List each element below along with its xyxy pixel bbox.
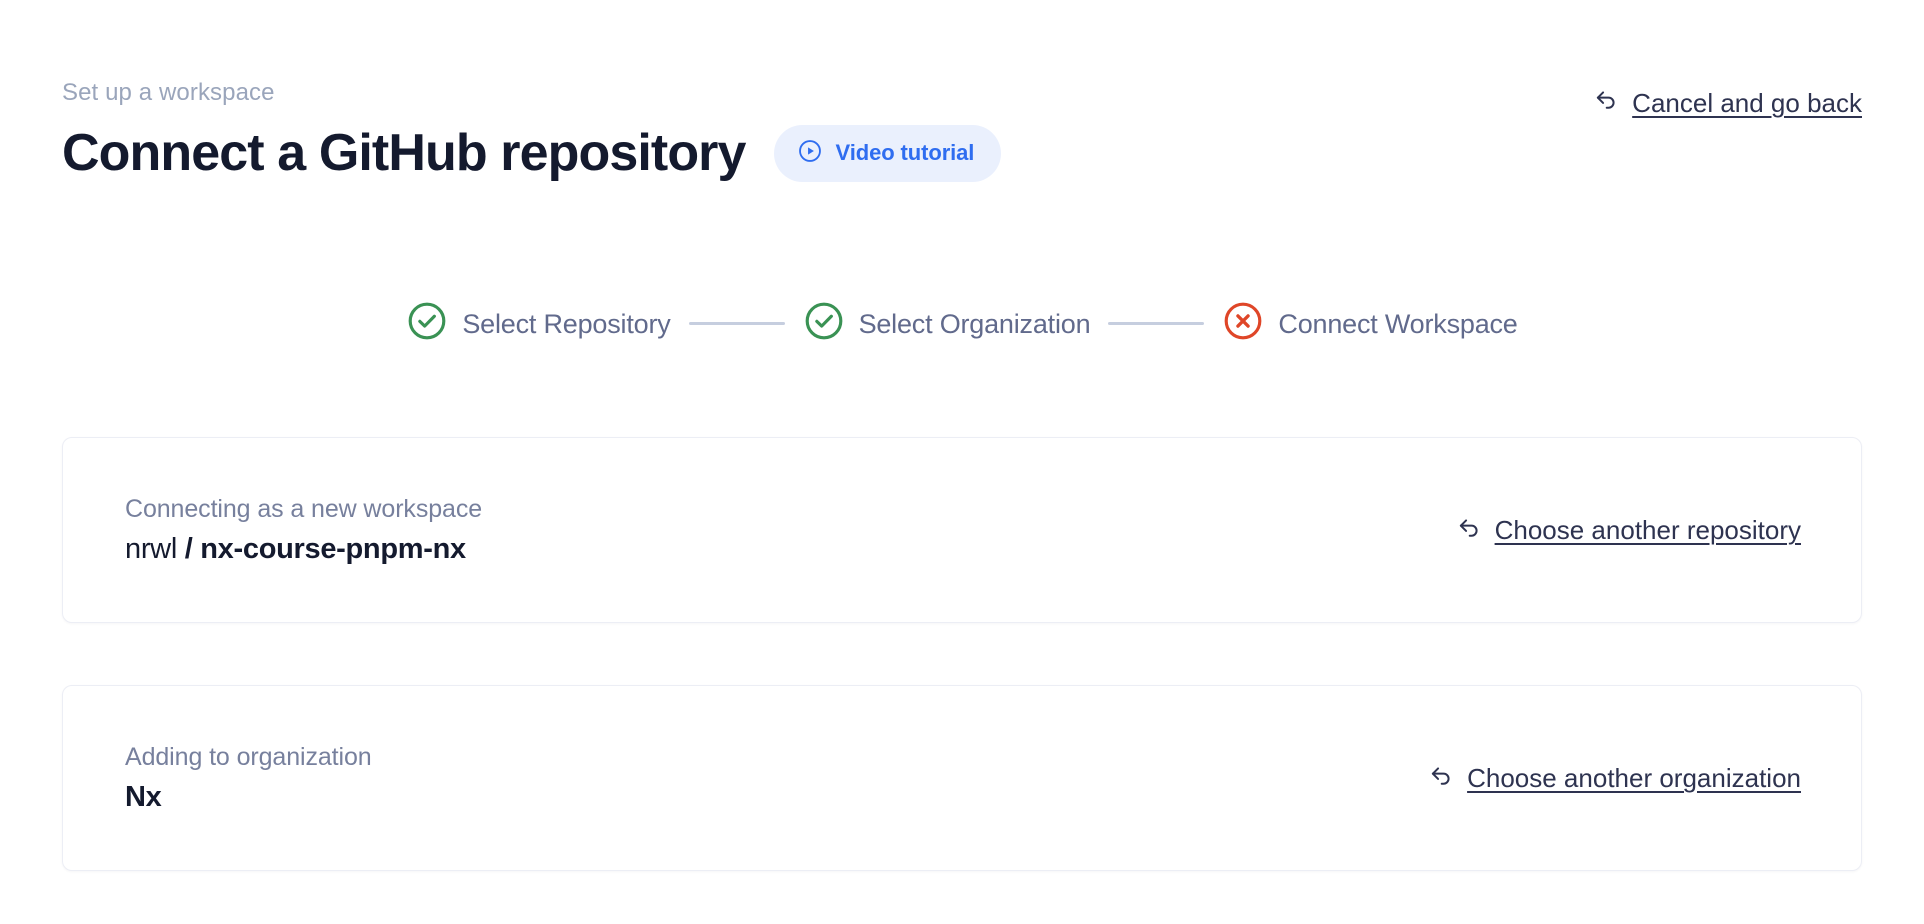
arrow-uturn-left-icon xyxy=(1427,762,1455,795)
repository-card-caption: Connecting as a new workspace xyxy=(125,495,483,523)
choose-another-organization-label: Choose another organization xyxy=(1467,763,1801,793)
check-circle-icon xyxy=(803,300,845,347)
arrow-uturn-left-icon xyxy=(1592,86,1620,119)
video-tutorial-label: Video tutorial xyxy=(835,140,975,165)
repository-card-inner: Connecting as a new workspace nrwl / nx-… xyxy=(63,438,1861,622)
organization-name: Nx xyxy=(125,781,162,813)
step-connector-2 xyxy=(1108,322,1205,325)
cancel-and-go-back-label: Cancel and go back xyxy=(1632,87,1862,118)
arrow-uturn-left-icon xyxy=(1455,514,1483,547)
step-connect-workspace[interactable]: Connect Workspace xyxy=(1222,300,1518,347)
x-circle-icon xyxy=(1222,300,1264,347)
page-header: Set up a workspace Connect a GitHub repo… xyxy=(62,78,1862,184)
organization-card-caption: Adding to organization xyxy=(125,743,372,771)
repository-name: nx-course-pnpm-nx xyxy=(200,533,466,565)
choose-another-repository-label: Choose another repository xyxy=(1494,515,1801,545)
choose-another-organization-link[interactable]: Choose another organization xyxy=(1427,762,1801,795)
repository-card-value: nrwl / nx-course-pnpm-nx xyxy=(125,531,482,567)
repository-card-text: Connecting as a new workspace nrwl / nx-… xyxy=(125,493,482,567)
organization-card-text: Adding to organization Nx xyxy=(125,741,372,815)
stepper-inner: Select Repository Select Organization xyxy=(406,300,1518,347)
video-tutorial-button[interactable]: Video tutorial xyxy=(773,124,1002,182)
page-title: Connect a GitHub repository xyxy=(62,124,746,182)
step-label-connect-workspace: Connect Workspace xyxy=(1278,308,1518,339)
organization-card-inner: Adding to organization Nx Choose another… xyxy=(63,686,1861,870)
check-circle-icon xyxy=(406,300,448,347)
progress-stepper: Select Repository Select Organization xyxy=(0,300,1924,347)
breadcrumb-eyebrow: Set up a workspace xyxy=(62,79,275,106)
step-label-select-organization: Select Organization xyxy=(858,308,1091,339)
repository-summary-card: Connecting as a new workspace nrwl / nx-… xyxy=(62,437,1862,623)
cancel-and-go-back-link[interactable]: Cancel and go back xyxy=(1592,86,1862,119)
step-select-organization[interactable]: Select Organization xyxy=(803,300,1091,347)
organization-summary-card: Adding to organization Nx Choose another… xyxy=(62,685,1862,871)
step-label-select-repository: Select Repository xyxy=(462,308,671,339)
play-circle-icon xyxy=(797,138,823,169)
title-row: Connect a GitHub repository Video tutori… xyxy=(62,122,1862,184)
step-connector-1 xyxy=(688,322,785,325)
choose-another-repository-link[interactable]: Choose another repository xyxy=(1455,514,1801,547)
repository-owner: nrwl xyxy=(125,533,177,565)
step-select-repository[interactable]: Select Repository xyxy=(406,300,671,347)
repository-separator: / xyxy=(176,533,201,565)
